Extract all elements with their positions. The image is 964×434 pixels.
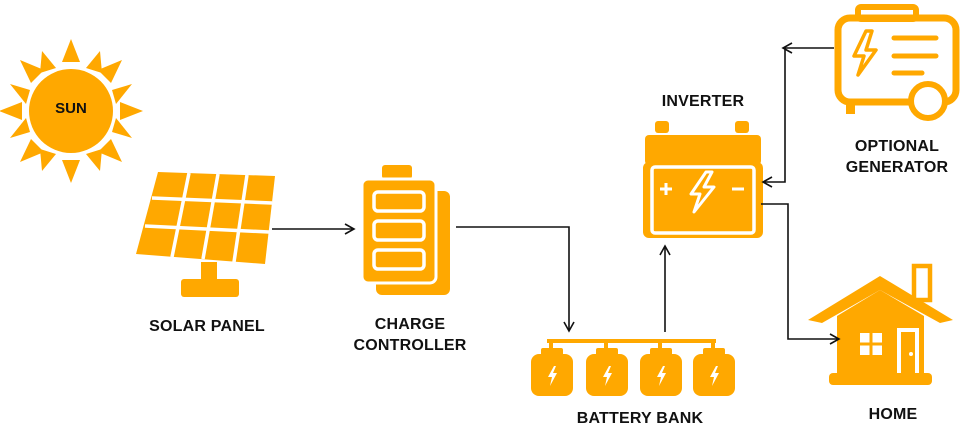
arrow-inverter-to-home	[761, 203, 841, 345]
generator-icon	[834, 4, 960, 121]
inverter-battery-icon	[643, 121, 763, 238]
generator-label-line2: GENERATOR	[845, 159, 949, 176]
charge-controller-label-line1: CHARGE	[374, 316, 446, 333]
connectors	[272, 42, 841, 345]
solar-panel-label: SOLAR PANEL	[149, 318, 265, 335]
sun-label: SUN	[55, 100, 87, 117]
arrow-controller-to-battery	[456, 226, 575, 333]
charge-controller-label-line2: CONTROLLER	[353, 337, 467, 354]
arrow-generator-to-inverter	[761, 48, 786, 188]
sun-icon	[0, 39, 143, 183]
charge-controller-icon	[360, 165, 450, 295]
solar-panel-icon	[136, 172, 275, 297]
battery-bank-label: BATTERY BANK	[576, 410, 704, 427]
house-icon	[808, 263, 953, 385]
home-label: HOME	[868, 406, 918, 423]
battery-bank-icon	[531, 339, 735, 396]
generator-label-line1: OPTIONAL	[854, 138, 940, 155]
inverter-label: INVERTER	[661, 93, 745, 110]
